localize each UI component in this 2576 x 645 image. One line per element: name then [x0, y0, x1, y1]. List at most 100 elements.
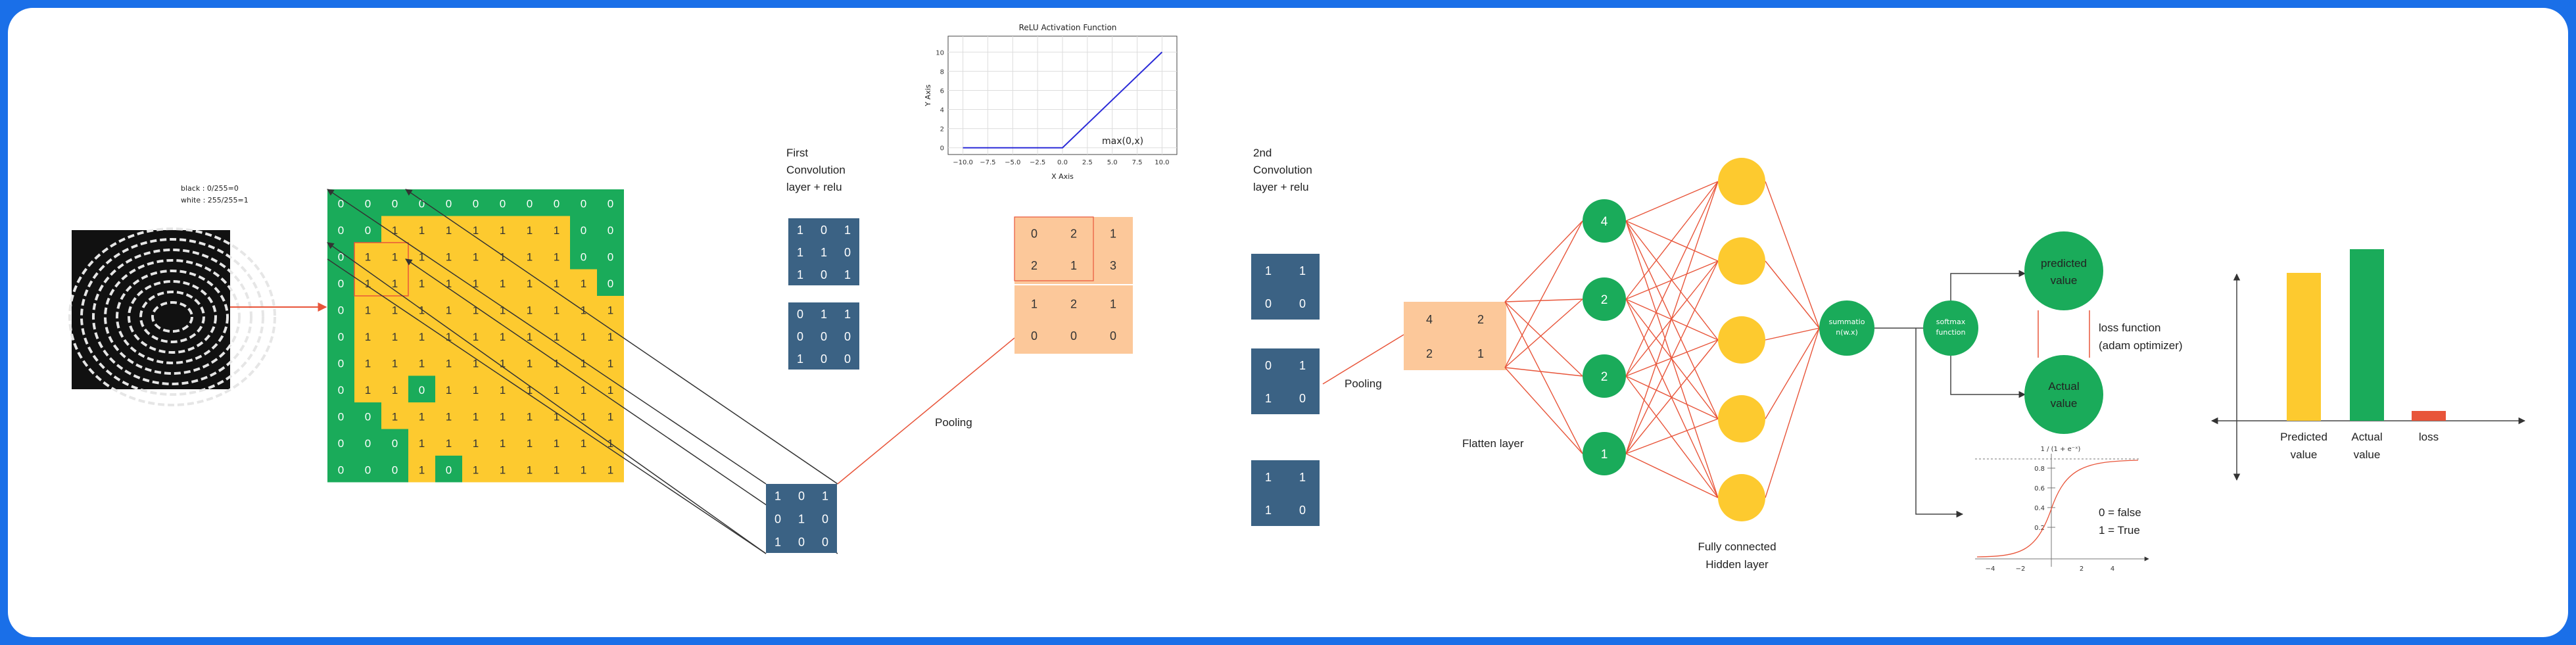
input-cell-value: 1 [419, 437, 425, 450]
input-cell [597, 402, 624, 429]
input-cell [516, 322, 543, 349]
edge-flatten-hidden [1625, 260, 1719, 454]
input-cell [408, 216, 435, 243]
edge-flatten-hidden [1625, 299, 1719, 419]
input-cell-value: 1 [500, 384, 506, 396]
input-cell [570, 216, 597, 243]
input-cell-value: 0 [419, 197, 425, 210]
relu-plot: ReLU Activation Function −10.0−7.5−5.0−2… [924, 23, 1178, 181]
input-cell [489, 322, 516, 349]
input-cell-value: 1 [365, 331, 371, 343]
input-cell [408, 375, 435, 402]
input-cell-value: 0 [338, 410, 344, 423]
fingerprint-ridges [68, 227, 276, 406]
loss-bar [2287, 273, 2321, 421]
input-cell [570, 456, 597, 483]
edge-flatten-hidden [1625, 453, 1719, 498]
sigmoid-ytick: 0.6 [2034, 485, 2045, 492]
conv2-kernel-value: 1 [1265, 264, 1272, 277]
conv1-kernel-value: 1 [821, 246, 827, 259]
input-cell-value: 1 [392, 410, 398, 423]
hidden-label-line1: Fully connected [1698, 540, 1776, 553]
input-cell [327, 402, 354, 429]
sigmoid-xtick: −2 [2016, 565, 2026, 573]
input-cell [408, 322, 435, 349]
input-cell-value: 1 [554, 437, 560, 450]
input-cell [435, 429, 462, 456]
sigmoid-ytick: 0.4 [2034, 505, 2045, 512]
input-cell-value: 1 [608, 464, 613, 476]
input-cell [408, 456, 435, 483]
conv2-title-line3: layer + relu [1253, 181, 1309, 193]
pool2-matrix-value: 1 [1477, 347, 1484, 360]
pool1-value: 0 [1110, 329, 1116, 343]
input-cell-value: 1 [554, 277, 560, 290]
edge-flatten-hidden [1625, 181, 1719, 454]
input-cell-value: 1 [581, 437, 586, 450]
input-cell [516, 456, 543, 483]
input-cell [543, 243, 570, 270]
input-cell [570, 322, 597, 349]
input-cell [543, 429, 570, 456]
conv1-kernel-value: 1 [844, 268, 851, 281]
input-cell-value: 1 [392, 251, 398, 263]
conv1-kernel-value: 0 [844, 330, 851, 343]
edge-pool-flatten [1504, 301, 1583, 377]
edge-hidden-sum [1765, 260, 1820, 329]
input-cell [354, 296, 381, 323]
input-cell [516, 189, 543, 216]
input-cell-value: 0 [338, 224, 344, 237]
conv2-kernel-value: 0 [1299, 504, 1306, 517]
conv2-kernel-value: 0 [1265, 359, 1272, 372]
edge-hidden-sum [1765, 327, 1820, 419]
input-cell-value: 0 [446, 197, 452, 210]
input-cell [327, 216, 354, 243]
input-cell-value: 1 [581, 410, 586, 423]
sliding-kernel-matrix-bg [766, 484, 837, 553]
conv1-kernel-value: 0 [821, 352, 827, 366]
input-cell-value: 1 [554, 331, 560, 343]
input-cell [354, 456, 381, 483]
sliding-kernel-matrix-value: 0 [822, 513, 828, 526]
loss-bar-label: Actual [2351, 431, 2382, 443]
conv2-kernel-value: 0 [1299, 392, 1306, 405]
input-cell-value: 1 [608, 304, 613, 316]
input-cell-value: 1 [365, 304, 371, 316]
input-cell [381, 216, 408, 243]
conv1-title-line2: Convolution [786, 164, 846, 176]
input-cell [435, 349, 462, 376]
input-cell [543, 216, 570, 243]
conv1-kernel-value: 1 [821, 308, 827, 321]
edge-hidden-sum [1765, 327, 1820, 498]
input-cell-value: 1 [500, 437, 506, 450]
input-cell [543, 322, 570, 349]
sigmoid-formula: 1 / (1 + e⁻ˣ) [2041, 446, 2081, 453]
hidden-node [1718, 158, 1765, 205]
input-cell [435, 189, 462, 216]
edge-pool-flatten [1504, 367, 1583, 377]
softmax-line1: softmax [1936, 318, 1966, 326]
input-cell-value: 1 [392, 277, 398, 290]
input-cell [354, 322, 381, 349]
pool1-value: 1 [1070, 259, 1077, 272]
sigmoid-ytick: 0.2 [2034, 525, 2045, 532]
input-cell-value: 1 [392, 331, 398, 343]
input-cell [570, 189, 597, 216]
input-cell-value: 1 [554, 357, 560, 370]
input-cell-value: 0 [338, 251, 344, 263]
hidden-node [1718, 237, 1765, 285]
pool2-matrix-value: 4 [1426, 313, 1433, 326]
input-cell [381, 402, 408, 429]
input-cell [543, 269, 570, 296]
conv2-title-line1: 2nd [1253, 147, 1272, 159]
input-cell [462, 375, 489, 402]
input-cell-value: 0 [338, 384, 344, 396]
input-cell-value: 1 [608, 357, 613, 370]
input-cell [381, 456, 408, 483]
input-cell-value: 0 [581, 251, 586, 263]
input-cell [570, 429, 597, 456]
